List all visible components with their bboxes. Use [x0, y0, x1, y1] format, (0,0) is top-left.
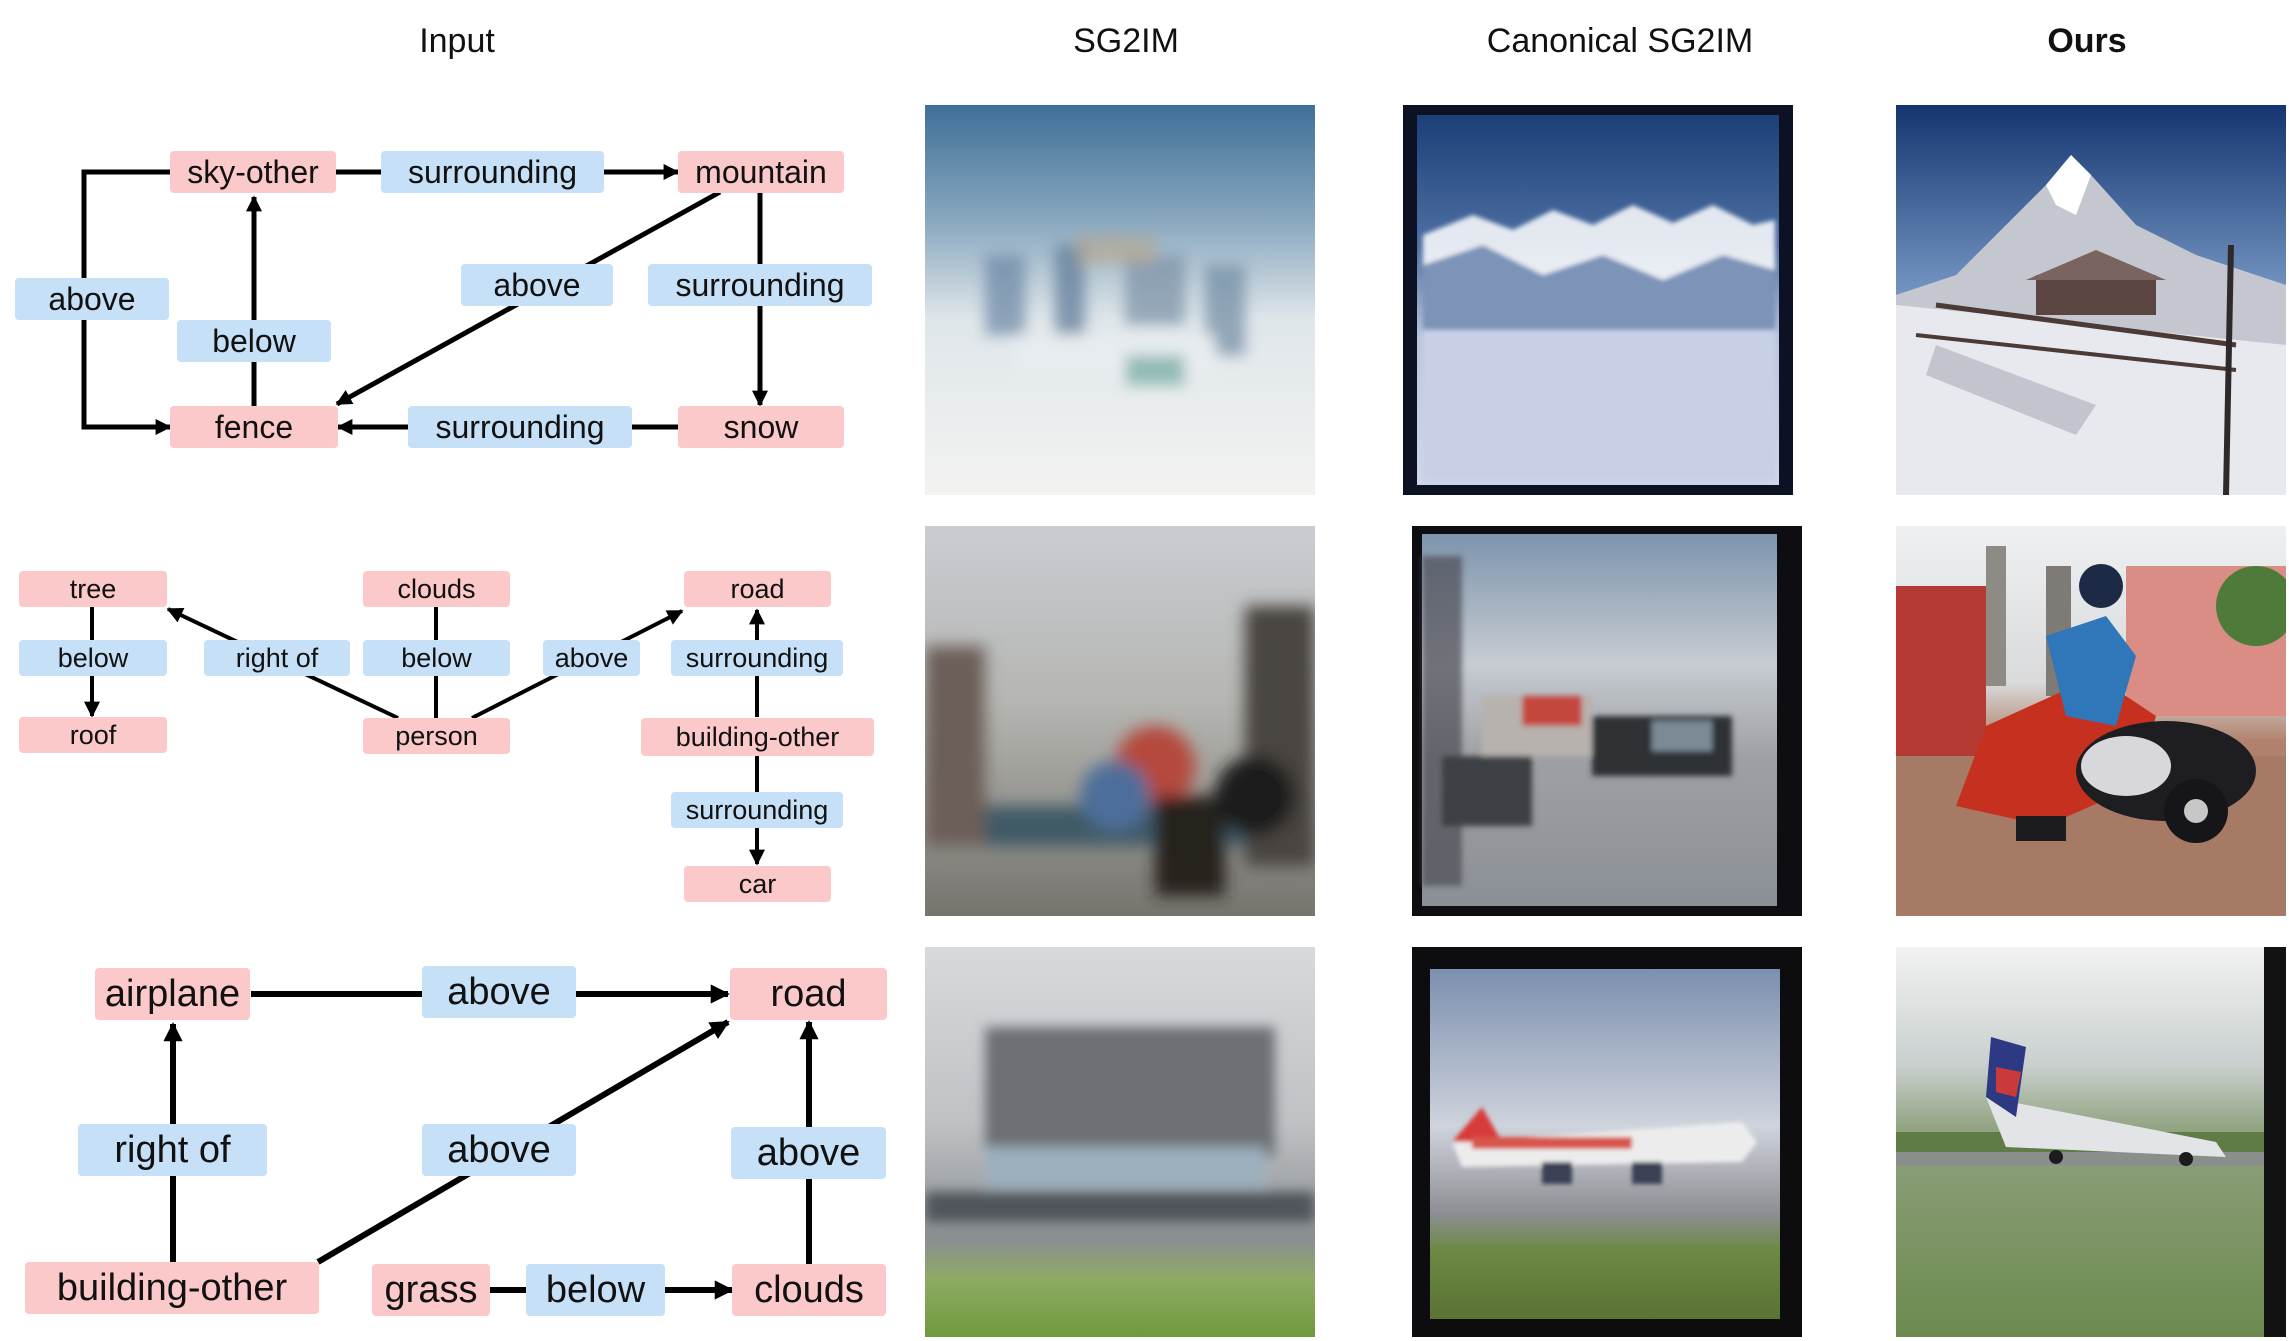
node-mountain: mountain: [678, 151, 844, 193]
relation-below: below: [177, 320, 331, 362]
relation-above: above: [731, 1127, 886, 1179]
node-grass: grass: [372, 1264, 490, 1316]
node-fence: fence: [170, 406, 338, 448]
node-tree: tree: [19, 571, 167, 607]
relation-surrounding: surrounding: [648, 264, 872, 306]
image-ours-airport-scene: [1896, 947, 2286, 1337]
relation-above: above: [461, 264, 613, 306]
image-ours-mountain-scene: [1896, 105, 2286, 495]
node-clouds: clouds: [732, 1264, 886, 1316]
node-road: road: [684, 571, 831, 607]
node-airplane: airplane: [95, 968, 250, 1020]
relation-right-of: right of: [78, 1124, 267, 1176]
node-road: road: [730, 968, 887, 1020]
relation-surrounding: surrounding: [671, 640, 843, 676]
relation-above: above: [422, 966, 576, 1018]
relation-surrounding: surrounding: [671, 792, 843, 828]
image-canonical-sg2im-airport-scene: [1412, 947, 1802, 1337]
relation-above: above: [543, 640, 640, 676]
relation-above: above: [422, 1124, 576, 1176]
image-ours-street-scene: [1896, 526, 2286, 916]
node-building-other: building-other: [641, 718, 874, 756]
node-snow: snow: [678, 406, 844, 448]
image-sg2im-street-scene: [925, 526, 1315, 916]
node-building-other: building-other: [25, 1262, 319, 1314]
relation-below: below: [526, 1264, 665, 1316]
image-canonical-sg2im-street-scene: [1412, 526, 1802, 916]
relation-surrounding: surrounding: [408, 406, 632, 448]
node-sky-other: sky-other: [170, 151, 336, 193]
header-sg2im: SG2IM: [1073, 22, 1179, 60]
node-car: car: [684, 866, 831, 902]
header-ours: Ours: [2047, 22, 2127, 60]
image-sg2im-airport-scene: [925, 947, 1315, 1337]
node-roof: roof: [19, 717, 167, 753]
image-canonical-sg2im-mountain-scene: [1403, 105, 1793, 495]
header-input: Input: [419, 22, 495, 60]
relation-above: above: [15, 278, 169, 320]
node-clouds: clouds: [363, 571, 510, 607]
relation-below: below: [363, 640, 510, 676]
relation-right-of: right of: [204, 640, 350, 676]
header-canonical-sg2im: Canonical SG2IM: [1486, 22, 1754, 60]
relation-below: below: [19, 640, 167, 676]
relation-surrounding: surrounding: [381, 151, 604, 193]
image-sg2im-mountain-scene: [925, 105, 1315, 495]
node-person: person: [363, 718, 510, 754]
